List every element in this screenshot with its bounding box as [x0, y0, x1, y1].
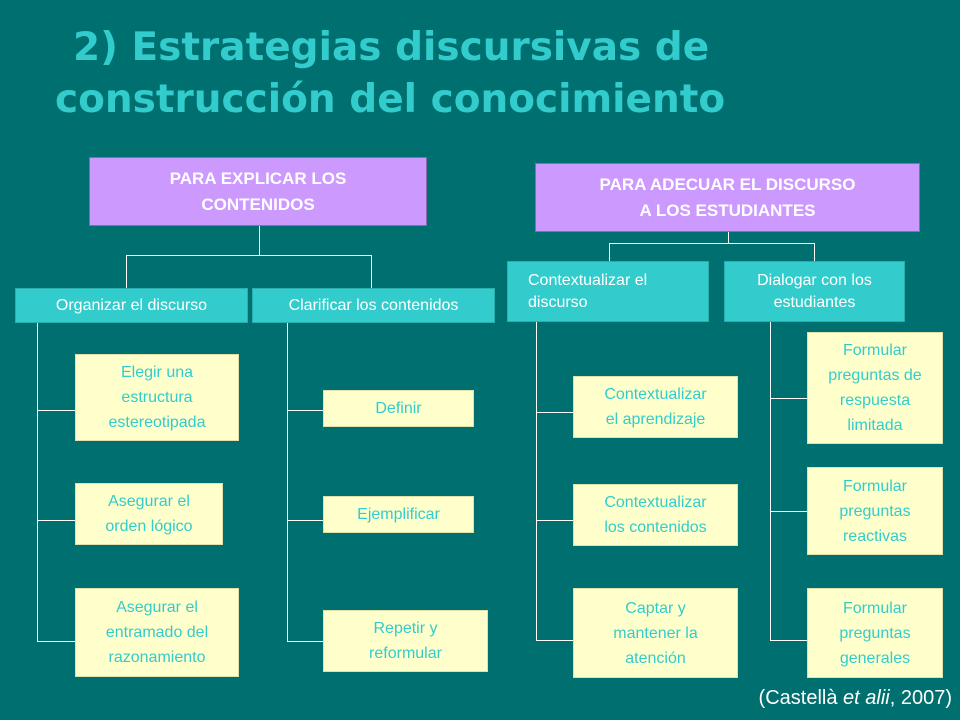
connector-right-b1-tick3	[536, 640, 573, 641]
leaf-ejemplificar: Ejemplificar	[323, 496, 474, 533]
leaf-label: Formular preguntas generales	[839, 599, 911, 667]
connector-right-drop2	[814, 243, 815, 261]
connector-right-b1-tick1	[536, 412, 573, 413]
connector-right-b2-spine	[770, 322, 771, 641]
slide-title-line1: 2) Estrategias discursivas de	[73, 25, 710, 70]
citation-suffix: , 2007)	[889, 687, 952, 709]
leaf-label: Asegurar el orden lógico	[105, 493, 193, 535]
slide-title: 2) Estrategias discursivas de construcci…	[0, 22, 960, 126]
connector-left-b2-tick3	[287, 641, 323, 642]
leaf-label: Formular preguntas de respuesta limitada	[828, 342, 922, 434]
branch-label: Organizar el discurso	[55, 296, 208, 314]
leaf-preguntas-respuesta-limitada: Formular preguntas de respuesta limitada	[807, 332, 943, 444]
connector-left-b1-spine	[37, 323, 38, 642]
connector-right-b1-spine	[536, 322, 537, 641]
connector-left-drop1	[126, 255, 127, 288]
leaf-label: Ejemplificar	[357, 506, 440, 523]
connector-right-bar	[609, 243, 815, 244]
leaf-preguntas-reactivas: Formular preguntas reactivas	[807, 467, 943, 555]
right-header-box: PARA ADECUAR EL DISCURSO A LOS ESTUDIANT…	[535, 163, 920, 232]
slide-title-line2: construcción del conocimiento	[55, 77, 726, 122]
connector-left-b1-tick2	[37, 520, 75, 521]
leaf-label: Definir	[375, 400, 422, 417]
connector-right-b2-tick1	[770, 398, 807, 399]
left-header-box: PARA EXPLICAR LOS CONTENIDOS	[89, 157, 427, 226]
connector-left-b2-tick1	[287, 410, 323, 411]
branch-label: Clarificar los contenidos	[288, 296, 459, 314]
leaf-contextualizar-aprendizaje: Contextualizar el aprendizaje	[573, 376, 738, 438]
branch-clarificar-contenidos: Clarificar los contenidos	[252, 288, 495, 323]
connector-right-b2-tick3	[770, 640, 807, 641]
branch-organizar-discurso: Organizar el discurso	[15, 288, 248, 323]
leaf-contextualizar-contenidos: Contextualizar los contenidos	[573, 484, 738, 546]
leaf-preguntas-generales: Formular preguntas generales	[807, 588, 943, 678]
leaf-label: Captar y mantener la atención	[613, 599, 698, 667]
leaf-elegir-estructura: Elegir una estructura estereotipada	[75, 354, 239, 441]
leaf-repetir-reformular: Repetir y reformular	[323, 610, 488, 672]
citation-italic: et alii	[843, 687, 890, 709]
leaf-label: Contextualizar los contenidos	[604, 494, 707, 536]
leaf-definir: Definir	[323, 390, 474, 427]
branch-label: Contextualizar el discurso	[528, 271, 648, 311]
branch-label: Dialogar con los estudiantes	[757, 271, 872, 311]
connector-left-header-stem	[259, 226, 260, 256]
leaf-label: Repetir y reformular	[369, 620, 442, 662]
connector-right-b1-tick2	[536, 520, 573, 521]
connector-left-b2-tick2	[287, 520, 323, 521]
connector-right-header-stem	[728, 232, 729, 244]
branch-contextualizar-discurso: Contextualizar el discurso	[507, 261, 709, 322]
leaf-asegurar-orden: Asegurar el orden lógico	[75, 483, 223, 545]
connector-left-bar	[126, 255, 372, 256]
right-header-label: PARA ADECUAR EL DISCURSO A LOS ESTUDIANT…	[599, 174, 856, 220]
connector-left-b1-tick1	[37, 410, 75, 411]
leaf-label: Formular preguntas reactivas	[839, 477, 911, 545]
leaf-label: Asegurar el entramado del razonamiento	[105, 599, 209, 666]
leaf-label: Elegir una estructura estereotipada	[108, 364, 206, 431]
left-header-label: PARA EXPLICAR LOS CONTENIDOS	[169, 168, 347, 214]
citation-prefix: (Castellà	[758, 687, 844, 709]
leaf-asegurar-entramado: Asegurar el entramado del razonamiento	[75, 588, 239, 677]
connector-left-b2-spine	[287, 323, 288, 642]
leaf-label: Contextualizar el aprendizaje	[604, 386, 707, 428]
branch-dialogar-estudiantes: Dialogar con los estudiantes	[724, 261, 905, 322]
connector-left-drop2	[371, 255, 372, 288]
citation: (Castellà et alii, 2007)	[759, 685, 952, 711]
connector-right-b2-tick2	[770, 511, 807, 512]
connector-right-drop1	[609, 243, 610, 261]
connector-left-b1-tick3	[37, 641, 75, 642]
leaf-captar-atencion: Captar y mantener la atención	[573, 588, 738, 678]
